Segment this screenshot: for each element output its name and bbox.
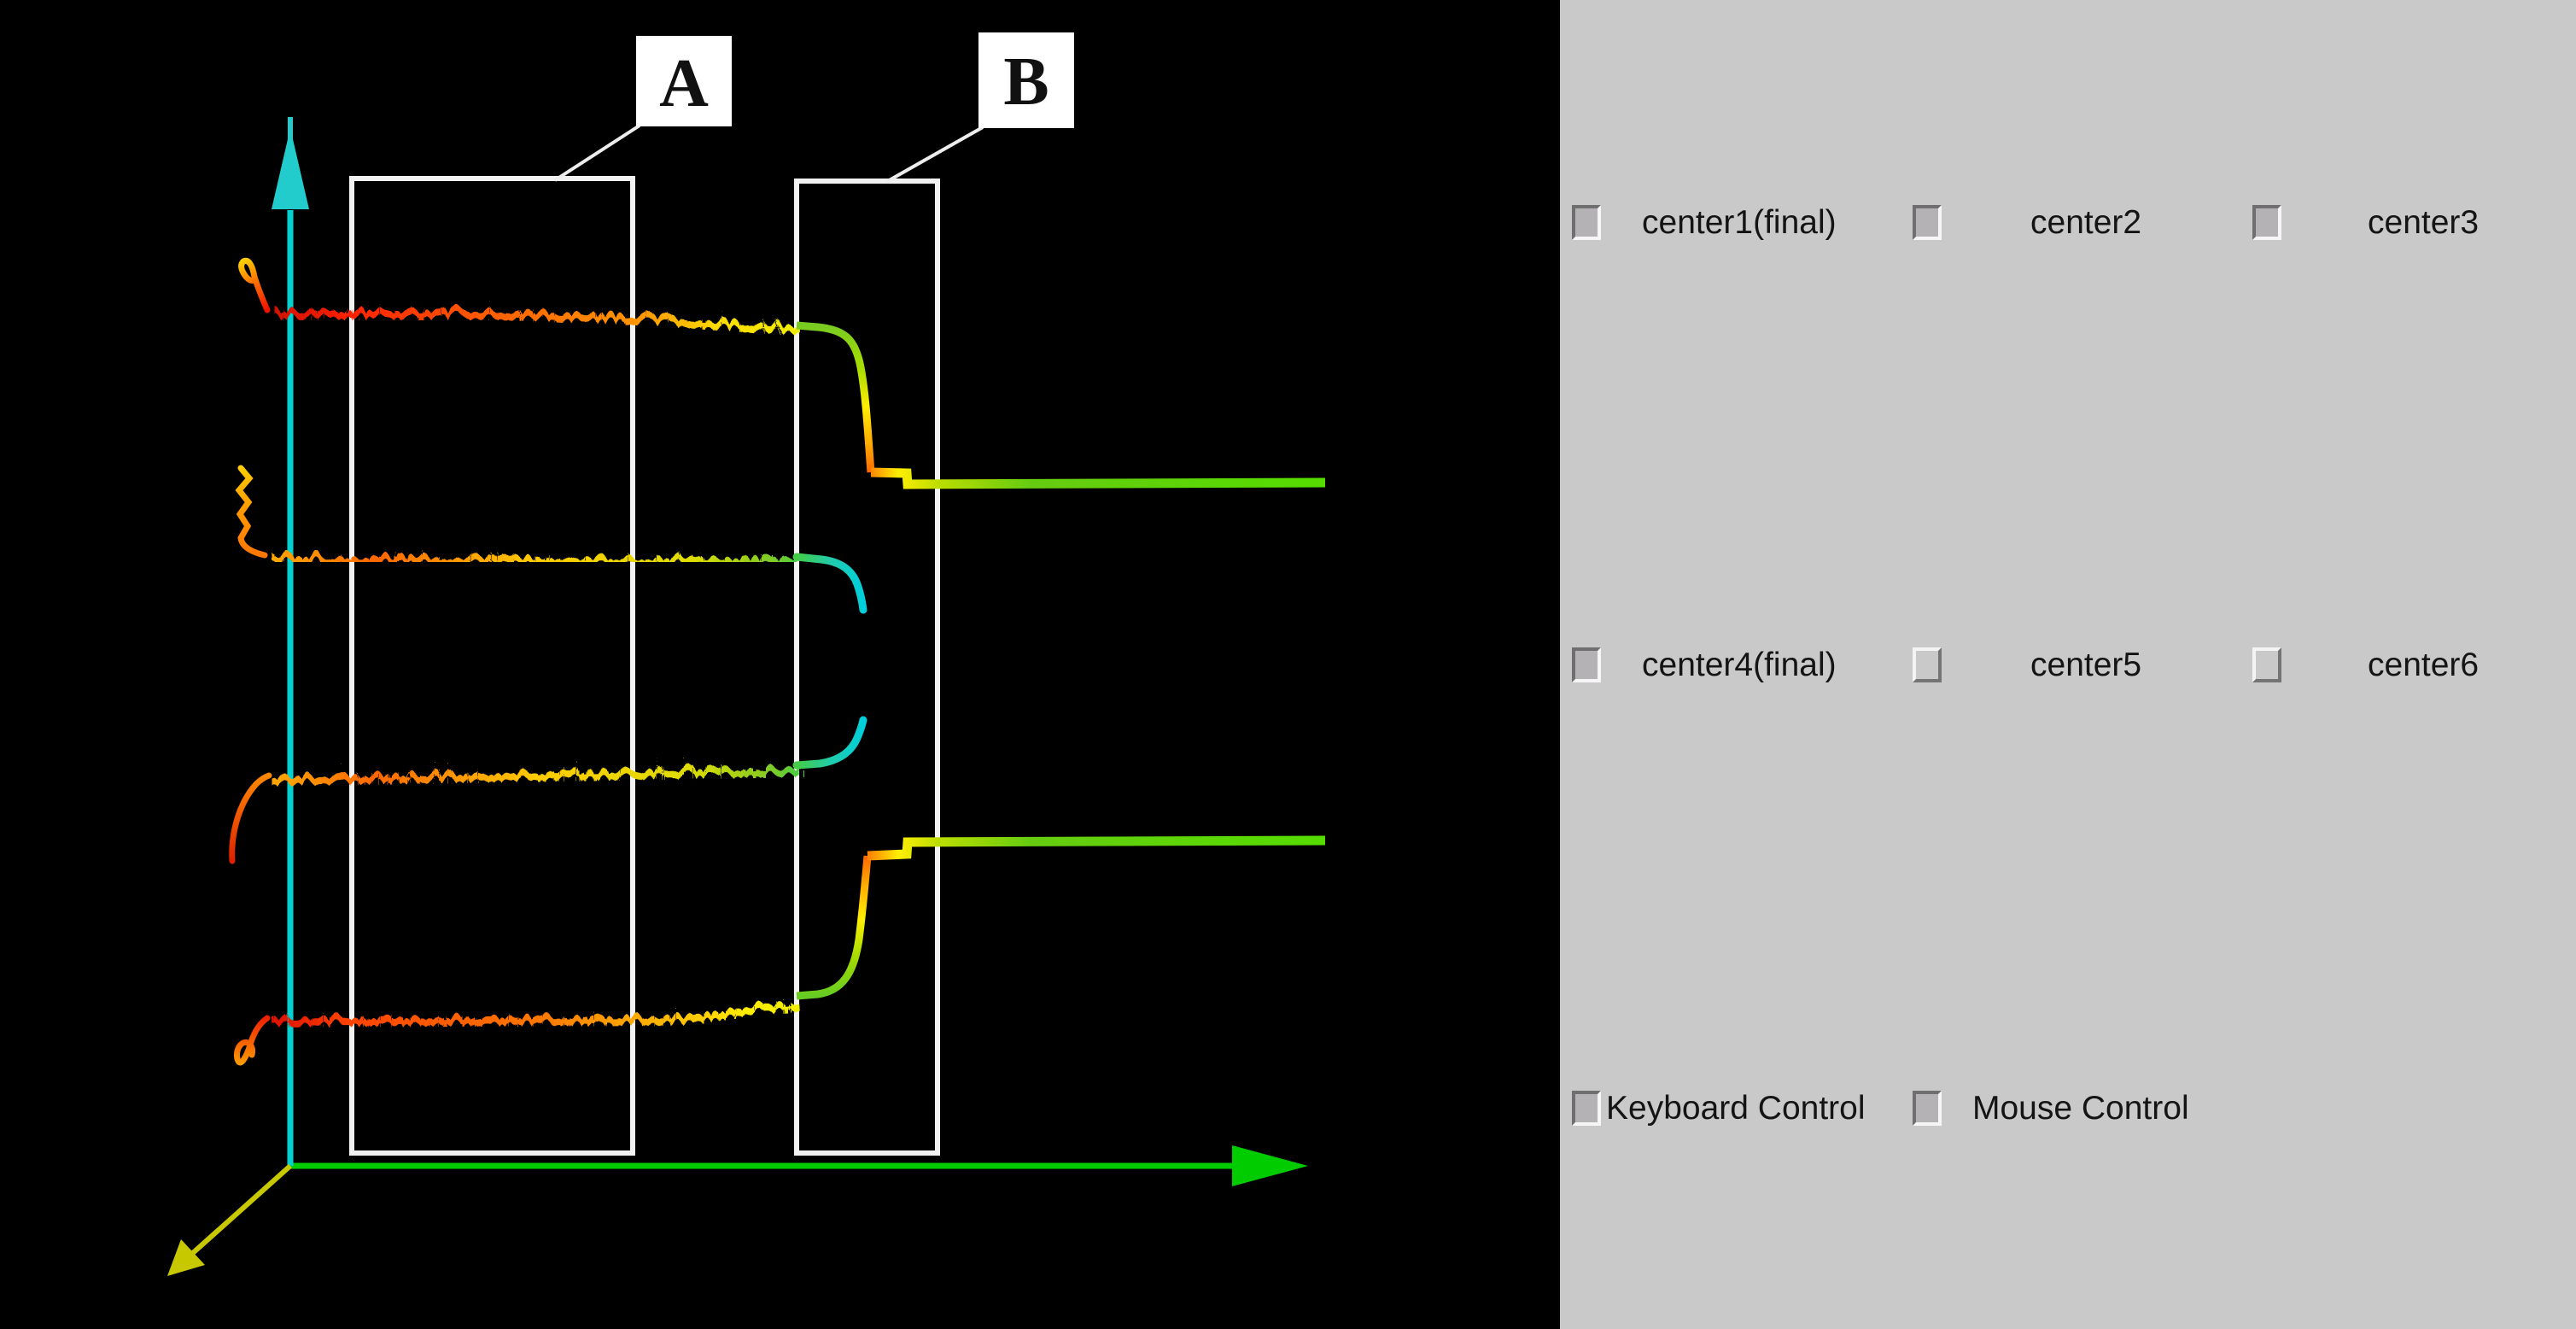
checkbox-mouse-control[interactable] xyxy=(1913,1091,1942,1126)
checkbox-center4-final[interactable] xyxy=(1572,647,1601,682)
trajectory-3-start-curve xyxy=(229,772,272,864)
region-label-b: B xyxy=(1003,44,1049,120)
checkbox-label-center5: center5 xyxy=(2030,647,2142,683)
trajectory-1-bend xyxy=(796,321,875,473)
trajectory-scene: A B xyxy=(167,32,1326,1276)
z-axis-line xyxy=(184,1163,292,1262)
checkbox-center3[interactable] xyxy=(2252,205,2281,240)
checkbox-keyboard-control[interactable] xyxy=(1572,1091,1601,1126)
checkbox-center5[interactable] xyxy=(1913,647,1942,682)
checkbox-label-center6: center6 xyxy=(2368,647,2480,683)
checkbox-label-keyboard-control: Keyboard Control xyxy=(1606,1090,1866,1127)
trajectory-4-bend xyxy=(796,855,872,1000)
trajectory-2-bend xyxy=(792,553,867,614)
control-panel: center1(final) center2 center3 center4(f… xyxy=(1560,0,2576,1329)
checkbox-label-center2: center2 xyxy=(2030,204,2142,241)
trajectory-1-settled-line xyxy=(870,467,1326,489)
checkbox-center2[interactable] xyxy=(1913,205,1942,240)
trajectory-1-start-hook xyxy=(238,257,271,313)
trajectory-2-start-squiggle xyxy=(235,465,268,559)
region-label-a: A xyxy=(659,46,709,121)
trajectory-3-bend xyxy=(792,716,867,770)
checkbox-label-center1-final: center1(final) xyxy=(1642,204,1837,241)
trajectory-1-noisy-segment xyxy=(267,306,797,329)
z-axis-arrow-icon xyxy=(167,1239,205,1276)
checkbox-center6[interactable] xyxy=(2252,647,2281,682)
label-box-b xyxy=(978,32,1074,128)
callout-line-b xyxy=(885,126,984,184)
checkbox-label-center3: center3 xyxy=(2368,204,2480,241)
label-box-a xyxy=(636,36,732,126)
trajectory-2-noisy-segment xyxy=(264,552,797,560)
callout-line-a xyxy=(553,124,641,182)
checkbox-center1-final[interactable] xyxy=(1572,205,1601,240)
y-axis-arrow-icon xyxy=(272,128,309,209)
region-a-outline xyxy=(349,176,635,1156)
trajectory-4-start-hook xyxy=(233,1015,271,1066)
x-axis-arrow-icon xyxy=(1232,1145,1308,1186)
trajectory-4-settled-line xyxy=(867,835,1326,861)
trajectory-4-noisy-segment xyxy=(266,998,797,1020)
region-b-outline xyxy=(794,179,940,1156)
3d-viewport[interactable]: A B xyxy=(0,0,1560,1329)
checkbox-label-center4-final: center4(final) xyxy=(1642,647,1837,683)
checkbox-label-mouse-control: Mouse Control xyxy=(1972,1090,2189,1127)
trajectory-3-noisy-segment xyxy=(268,763,797,779)
